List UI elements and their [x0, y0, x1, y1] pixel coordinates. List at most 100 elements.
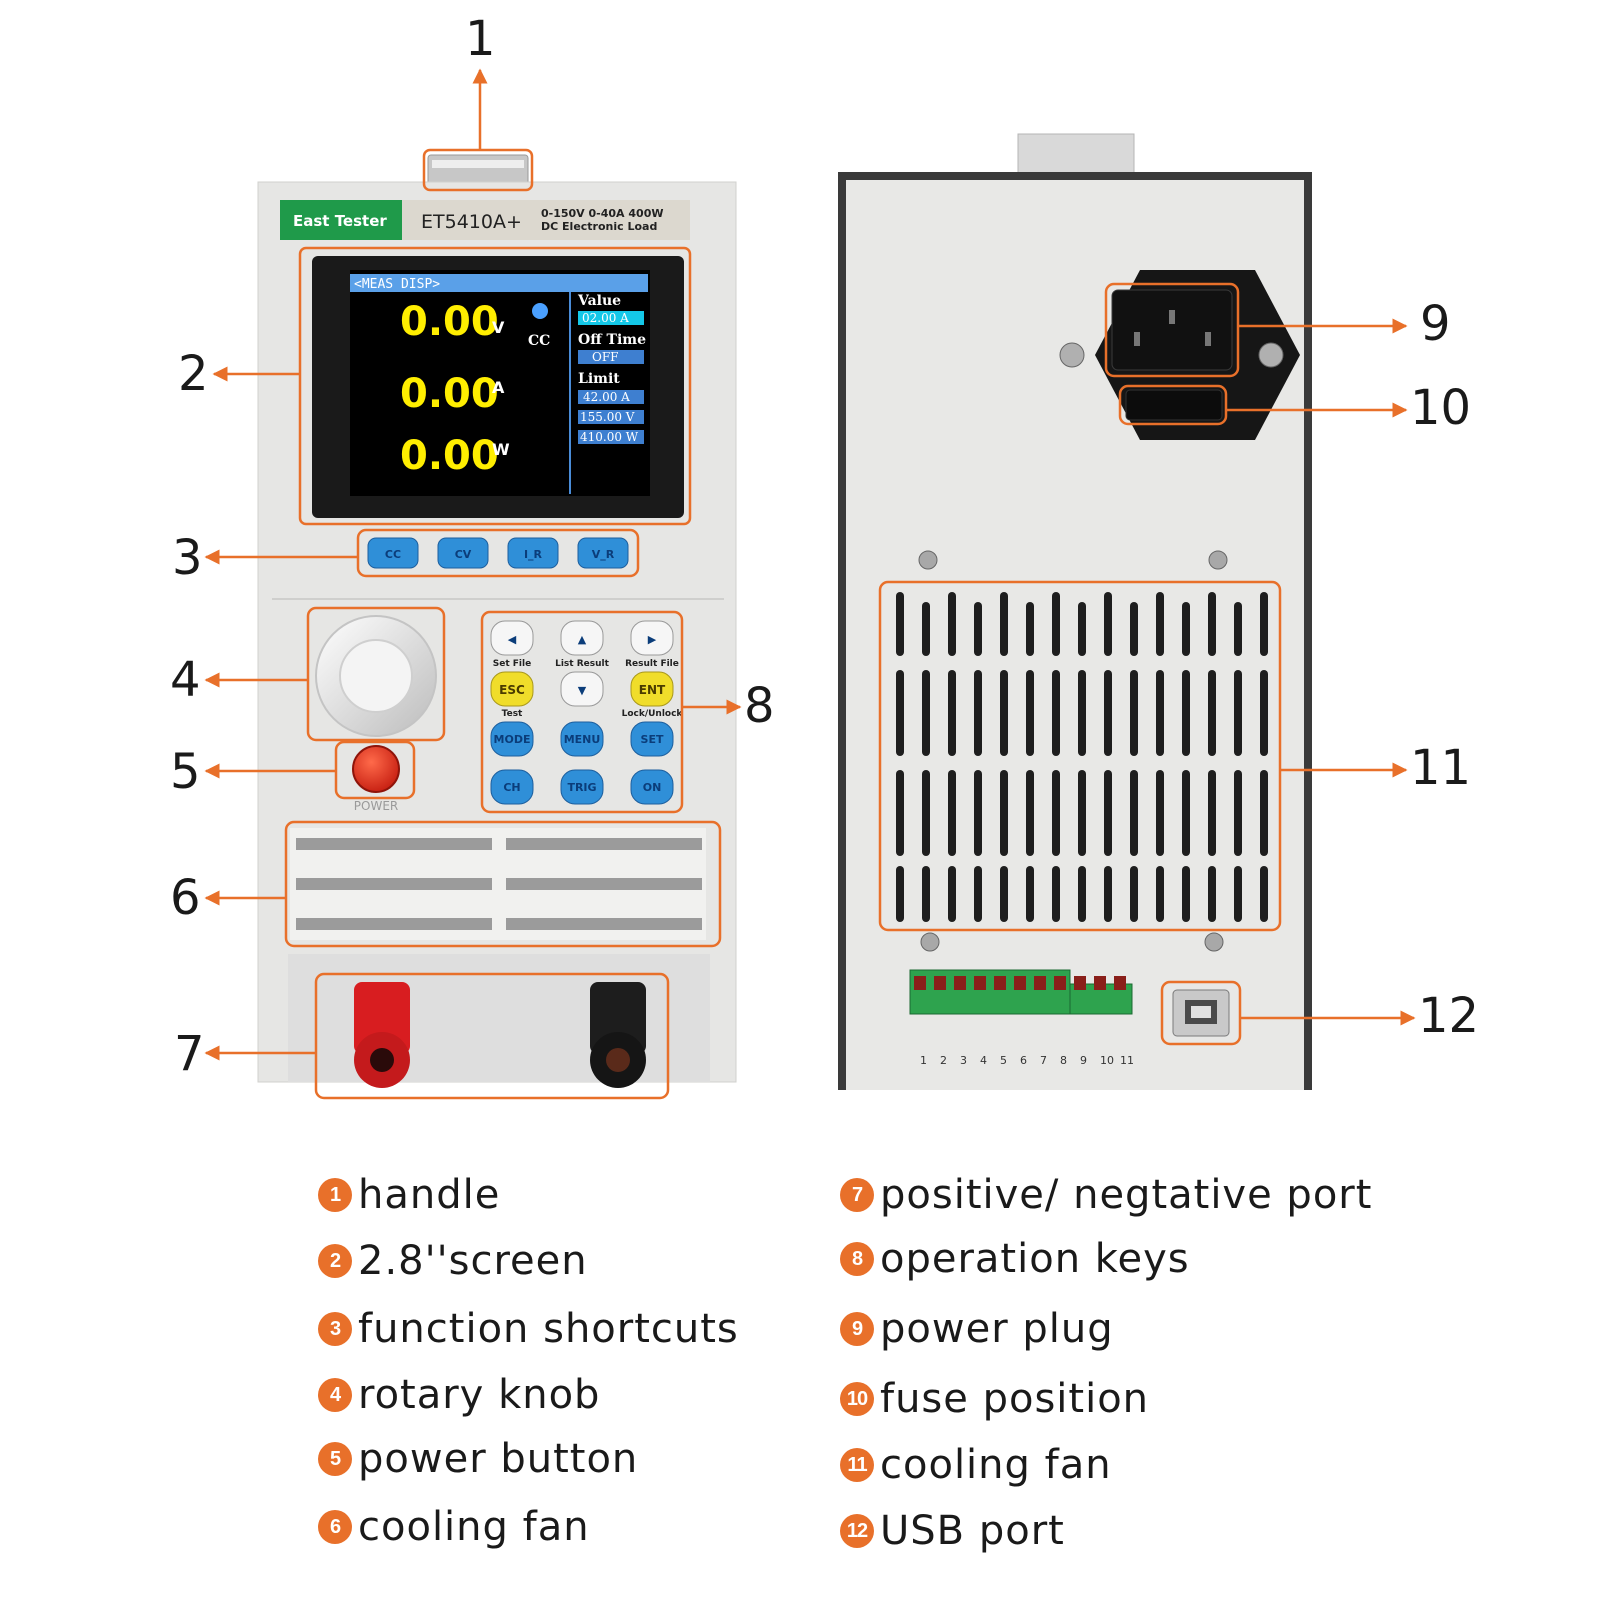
callout-7: 7 [174, 1026, 205, 1082]
voltage-value: 0.00 [400, 299, 499, 345]
legend-text-6: cooling fan [358, 1504, 590, 1550]
off-time-label: Off Time [578, 332, 646, 348]
vent-slot [1026, 670, 1034, 756]
key-on[interactable] [630, 769, 674, 805]
fuse-holder[interactable] [1125, 389, 1223, 421]
key-menu[interactable] [560, 721, 604, 757]
legend-item-12: 12 USB port [840, 1508, 1065, 1554]
key-set-label: SET [641, 733, 664, 746]
legend-item-11: 11 cooling fan [840, 1442, 1112, 1488]
power-label: POWER [354, 799, 398, 813]
vent-slot [1260, 670, 1268, 756]
key-ent[interactable] [630, 671, 674, 707]
mode-indicator-dot [532, 303, 548, 319]
highlight-rear-fan [878, 580, 1282, 932]
off-time-value: OFF [592, 350, 619, 364]
key-ch[interactable] [490, 769, 534, 805]
key-left[interactable] [490, 620, 534, 656]
limit-voltage: 155.00 V [580, 410, 635, 424]
key-down-icon: ▼ [578, 684, 587, 697]
key-vr[interactable] [577, 537, 629, 569]
terminal-pin-label: 7 [1040, 1054, 1047, 1067]
spec-line-1: 0-150V 0-40A 400W [541, 207, 664, 220]
legend-text-2: 2.8''screen [358, 1238, 588, 1284]
vent-slot [1052, 770, 1060, 856]
front-panel: East Tester ET5410A+ 0-150V 0-40A 400W D… [257, 154, 737, 1088]
key-on-label: ON [643, 781, 662, 794]
vent-slot [1052, 866, 1060, 922]
key-ir[interactable] [507, 537, 559, 569]
key-cc[interactable] [367, 537, 419, 569]
vent-slot [1260, 592, 1268, 656]
key-down[interactable] [560, 671, 604, 707]
key-trig[interactable] [560, 769, 604, 805]
callout-5: 5 [170, 744, 201, 800]
key-left-icon: ◀ [508, 633, 517, 646]
key-vr-label: V_R [592, 548, 615, 561]
callout-2: 2 [178, 346, 209, 402]
vent-slot [1000, 866, 1008, 922]
legend-item-10: 10 fuse position [840, 1376, 1149, 1422]
positive-terminal[interactable] [354, 982, 410, 1088]
terminal-screw [1094, 976, 1106, 990]
vent-slot [896, 670, 904, 756]
sub-test: Test [502, 709, 523, 719]
vent-slot [1208, 670, 1216, 756]
negative-terminal[interactable] [590, 982, 646, 1088]
legend-item-4: 4 rotary knob [318, 1372, 600, 1418]
key-set[interactable] [630, 721, 674, 757]
vent-slot [1156, 592, 1164, 656]
legend-badge-5: 5 [318, 1442, 352, 1476]
highlight-boxes [284, 148, 1282, 1100]
legend-badge-8: 8 [840, 1242, 874, 1276]
power-socket[interactable] [1111, 289, 1233, 371]
terminal-pin-label: 3 [960, 1054, 967, 1067]
vent-slot [1182, 602, 1190, 656]
legend-text-8: operation keys [880, 1236, 1190, 1282]
function-shortcuts: CC CV I_R V_R [367, 537, 629, 569]
legend-badge-2: 2 [318, 1244, 352, 1278]
current-value: 0.00 [400, 371, 499, 417]
vent-slot [1000, 670, 1008, 756]
key-ch-label: CH [503, 781, 520, 794]
callout-6: 6 [170, 870, 201, 926]
highlight-keys [480, 610, 684, 814]
callout-3: 3 [172, 530, 203, 586]
vent-slot [1208, 592, 1216, 656]
vent-slot [1156, 866, 1164, 922]
key-right[interactable] [630, 620, 674, 656]
current-unit: A [492, 378, 505, 397]
vent-slot [1104, 670, 1112, 756]
mode-label: CC [528, 333, 550, 349]
highlight-front-fan [284, 820, 722, 948]
leader-lines [204, 68, 1416, 1061]
key-cv[interactable] [437, 537, 489, 569]
legend-item-8: 8 operation keys [840, 1236, 1190, 1282]
legend-badge-7: 7 [840, 1178, 874, 1212]
legend-text-9: power plug [880, 1306, 1114, 1352]
sub-lock-unlock: Lock/Unlock [622, 709, 684, 719]
vent-slot [1104, 592, 1112, 656]
vent-slot [1078, 602, 1086, 656]
vent-slot [948, 866, 956, 922]
terminal-pin-label: 1 [920, 1054, 927, 1067]
key-mode[interactable] [490, 721, 534, 757]
terminal-pin-label: 4 [980, 1054, 987, 1067]
key-up[interactable] [560, 620, 604, 656]
vent-slot [1026, 770, 1034, 856]
terminal-pin-label: 11 [1120, 1054, 1134, 1067]
vent-slot [1130, 602, 1138, 656]
power-button[interactable] [352, 745, 400, 793]
vent-slot [1260, 866, 1268, 922]
highlight-shortcuts [356, 528, 640, 578]
callout-4: 4 [170, 652, 201, 708]
highlight-usb [1160, 980, 1242, 1046]
key-esc[interactable] [490, 671, 534, 707]
vent-slot [1156, 770, 1164, 856]
legend-badge-3: 3 [318, 1312, 352, 1346]
vent-slot [1000, 770, 1008, 856]
sub-list-result: List Result [555, 659, 609, 669]
highlight-plug [1104, 282, 1240, 378]
legend-badge-9: 9 [840, 1312, 874, 1346]
